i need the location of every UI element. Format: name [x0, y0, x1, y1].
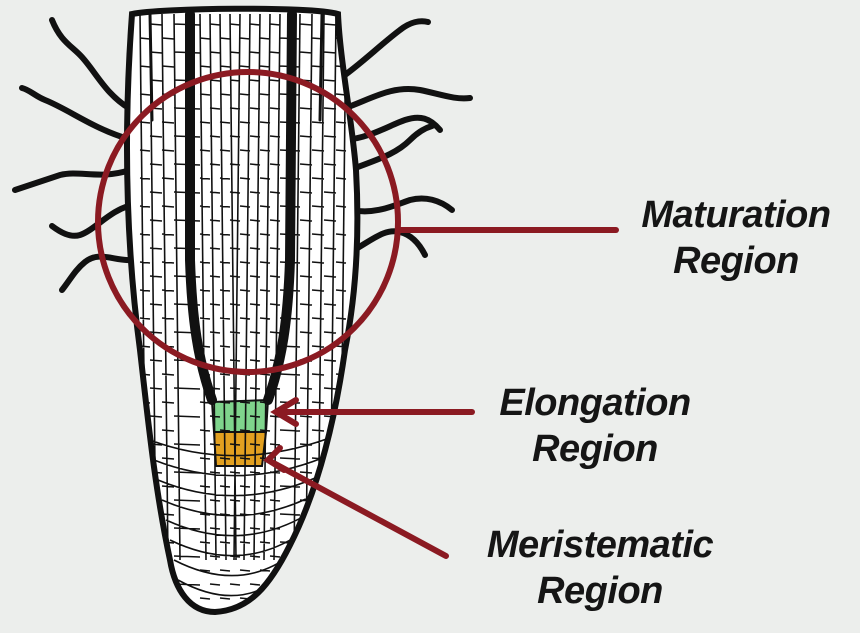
elongation-label-line1: Elongation [470, 380, 720, 426]
meristem-zone [214, 432, 266, 466]
maturation-region-label: Maturation Region [612, 192, 860, 284]
meristematic-region-label: Meristematic Region [450, 522, 750, 614]
meristematic-label-line2: Region [450, 568, 750, 614]
maturation-label-line2: Region [612, 238, 860, 284]
elongation-zone [212, 400, 268, 432]
elongation-label-line2: Region [470, 426, 720, 472]
meristematic-label-line1: Meristematic [450, 522, 750, 568]
elongation-region-label: Elongation Region [470, 380, 720, 472]
maturation-label-line1: Maturation [612, 192, 860, 238]
